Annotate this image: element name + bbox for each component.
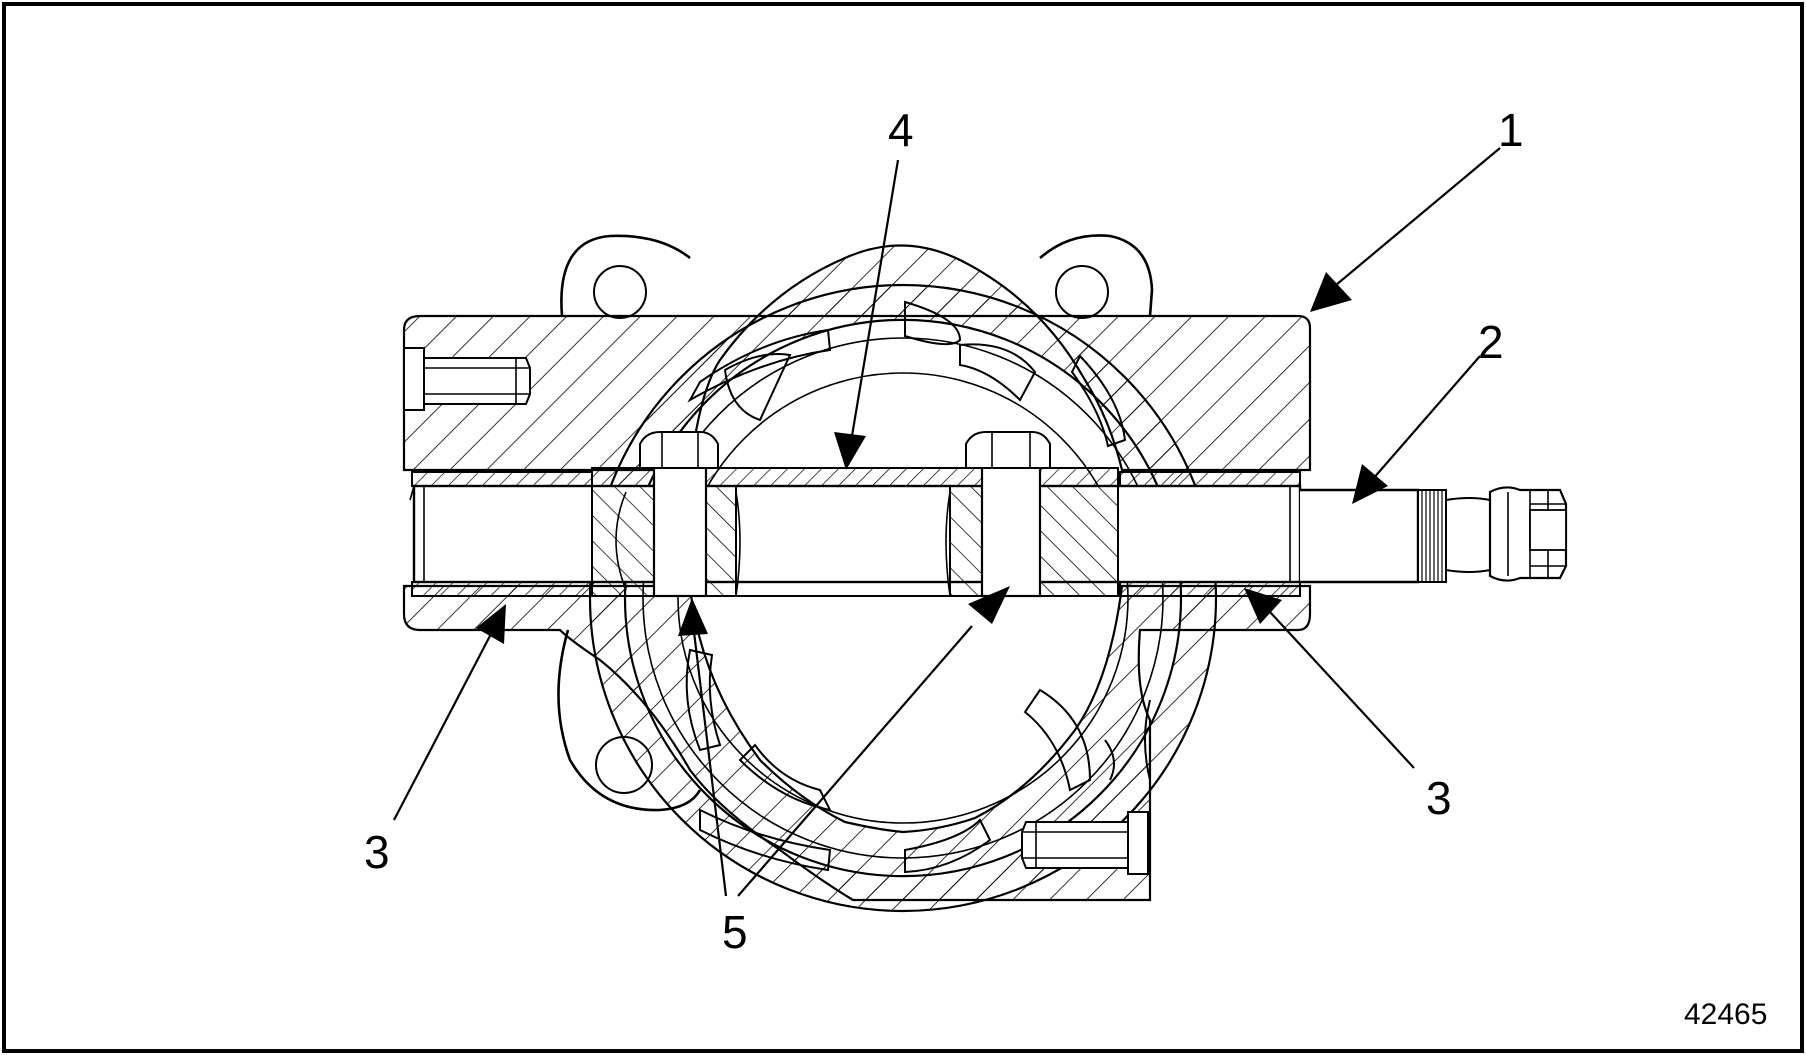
- callout-2: 2: [1478, 316, 1504, 368]
- callout-5: 5: [722, 906, 748, 958]
- callout-3-left: 3: [364, 826, 390, 878]
- callout-1: 1: [1498, 104, 1524, 156]
- drive-shaft: [409, 484, 1568, 584]
- callout-4: 4: [888, 104, 914, 156]
- figure-number: 42465: [1684, 998, 1767, 1031]
- callout-3-right: 3: [1426, 772, 1452, 824]
- leader-lines: [393, 147, 1501, 897]
- rotor-assembly: [591, 431, 1119, 598]
- housing: [402, 234, 1312, 913]
